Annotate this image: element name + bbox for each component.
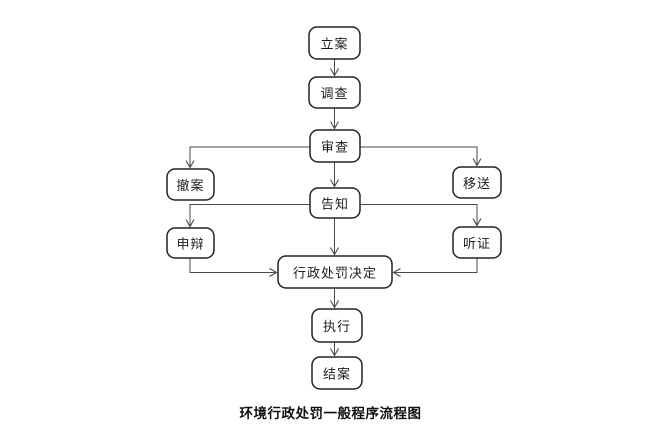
flow-edge-ting-zheng-to-chufa-jueding: [392, 258, 478, 277]
flow-node-diao-cha: 调查: [308, 76, 361, 109]
flow-node-box: [308, 26, 361, 60]
flow-node-label: 听证: [463, 236, 491, 251]
flow-node-label: 行政处罚决定: [293, 266, 377, 281]
flow-node-label: 执行: [323, 319, 351, 334]
flow-node-label: 告知: [321, 197, 349, 212]
flow-edge-gao-zhi-to-ting-zheng: [360, 204, 482, 227]
flow-node-label: 移送: [463, 176, 491, 191]
flow-node-li-an: 立案: [308, 26, 361, 60]
flow-node-label: 审查: [321, 140, 349, 155]
flow-node-label: 立案: [320, 37, 348, 52]
flow-edge-shen-cha-to-yi-song: [360, 146, 482, 167]
flow-node-ting-zheng: 听证: [452, 226, 502, 259]
flow-node-box: [311, 356, 363, 390]
flow-node-shen-cha: 审查: [309, 129, 361, 163]
flow-node-box: [309, 187, 361, 219]
flow-node-label: 申辩: [176, 237, 204, 252]
flow-node-box: [452, 166, 502, 199]
flow-node-jie-an: 结案: [311, 356, 363, 390]
flow-node-shen-bian: 申辩: [166, 227, 215, 259]
flow-node-che-an: 撤案: [166, 168, 215, 201]
flow-node-box: [166, 227, 215, 259]
flow-node-label: 调查: [320, 86, 348, 101]
flow-edge-shen-cha-to-che-an: [185, 146, 310, 169]
flow-node-yi-song: 移送: [452, 166, 502, 199]
flow-node-label: 撤案: [176, 178, 204, 193]
flow-node-box: [452, 226, 502, 259]
flow-node-gao-zhi: 告知: [309, 187, 361, 219]
flow-node-box: [311, 308, 363, 343]
flow-node-chufa-jueding: 行政处罚决定: [277, 255, 393, 289]
diagram-caption: 环境行政处罚一般程序流程图: [239, 406, 422, 421]
flow-edge-shen-bian-to-chufa-jueding: [189, 258, 278, 277]
flow-node-label: 结案: [323, 367, 351, 382]
flow-node-box: [308, 76, 361, 109]
flow-node-zhi-xing: 执行: [311, 308, 363, 343]
flow-node-box: [277, 255, 393, 289]
flow-edge-gao-zhi-to-shen-bian: [185, 204, 310, 228]
flow-node-box: [309, 129, 361, 163]
flow-node-box: [166, 168, 215, 201]
